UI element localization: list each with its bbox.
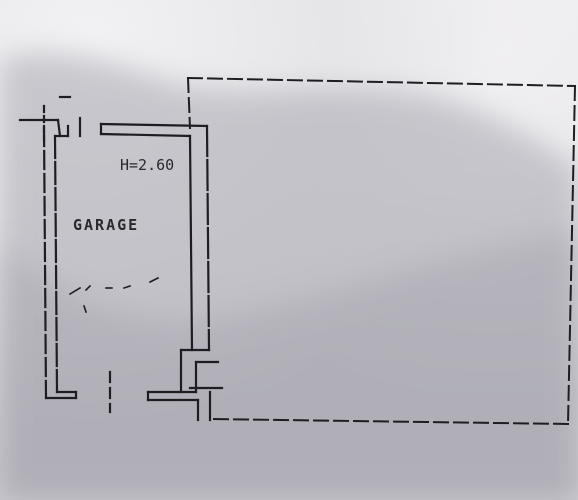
garage-left-wall — [42, 126, 78, 400]
sketch-marks — [68, 276, 160, 314]
garage-top-wall — [99, 122, 211, 352]
dashed-boundary — [186, 76, 577, 426]
garage-right-wall-lower — [146, 348, 224, 422]
garage-top-left — [18, 95, 82, 142]
height-label: H=2.60 — [120, 156, 175, 174]
room-label: GARAGE — [73, 216, 140, 234]
